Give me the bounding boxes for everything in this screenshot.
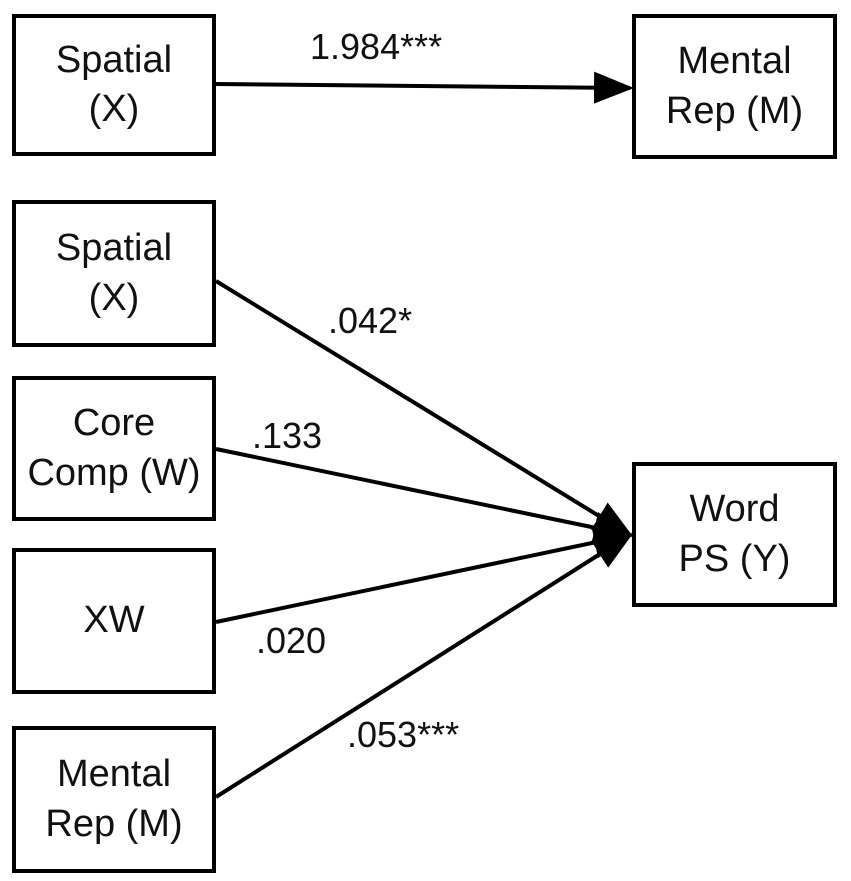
arrow-xw-to-word (215, 526, 634, 624)
node-label-line2: Rep (M) (45, 802, 183, 845)
arrow-spatial-to-mental (215, 71, 634, 104)
node-label-line1: Spatial (55, 38, 173, 81)
node-label-line2: Comp (W) (27, 451, 201, 494)
node-core-comp-w: Core Comp (W) (12, 376, 216, 521)
node-label-line2: Rep (M) (665, 89, 804, 132)
coef-xw-to-word: .020 (256, 620, 327, 661)
node-spatial-x-top: Spatial (X) (12, 14, 216, 156)
node-label-line1: Spatial (55, 227, 173, 270)
node-label-line1: Core (72, 402, 156, 445)
arrow-spatial-to-word (214, 279, 634, 538)
node-label-line2: (X) (88, 276, 140, 319)
node-mental-rep-top: Mental Rep (M) (632, 14, 837, 159)
coef-spatial-to-mental: 1.984*** (310, 26, 443, 67)
node-label-line1: XW (83, 599, 145, 642)
node-label-line1: Mental (56, 753, 172, 796)
coef-mental-to-word: .053*** (347, 714, 460, 755)
node-mental-rep-bottom: Mental Rep (M) (12, 726, 216, 873)
node-label-line1: Word (689, 488, 780, 531)
node-spatial-x-bottom: Spatial (X) (12, 200, 216, 347)
node-label-line1: Mental (677, 40, 792, 83)
arrow-mental-to-word (214, 532, 634, 799)
arrow-core-comp-to-word (215, 447, 634, 544)
coef-core-comp-to-word: .133 (252, 415, 323, 456)
node-word-ps-y: Word PS (Y) (632, 462, 837, 607)
coef-spatial-to-word: .042* (328, 300, 413, 341)
node-label-line2: PS (Y) (678, 537, 791, 580)
node-label-line2: (X) (88, 88, 140, 130)
node-xw: XW (12, 548, 216, 694)
